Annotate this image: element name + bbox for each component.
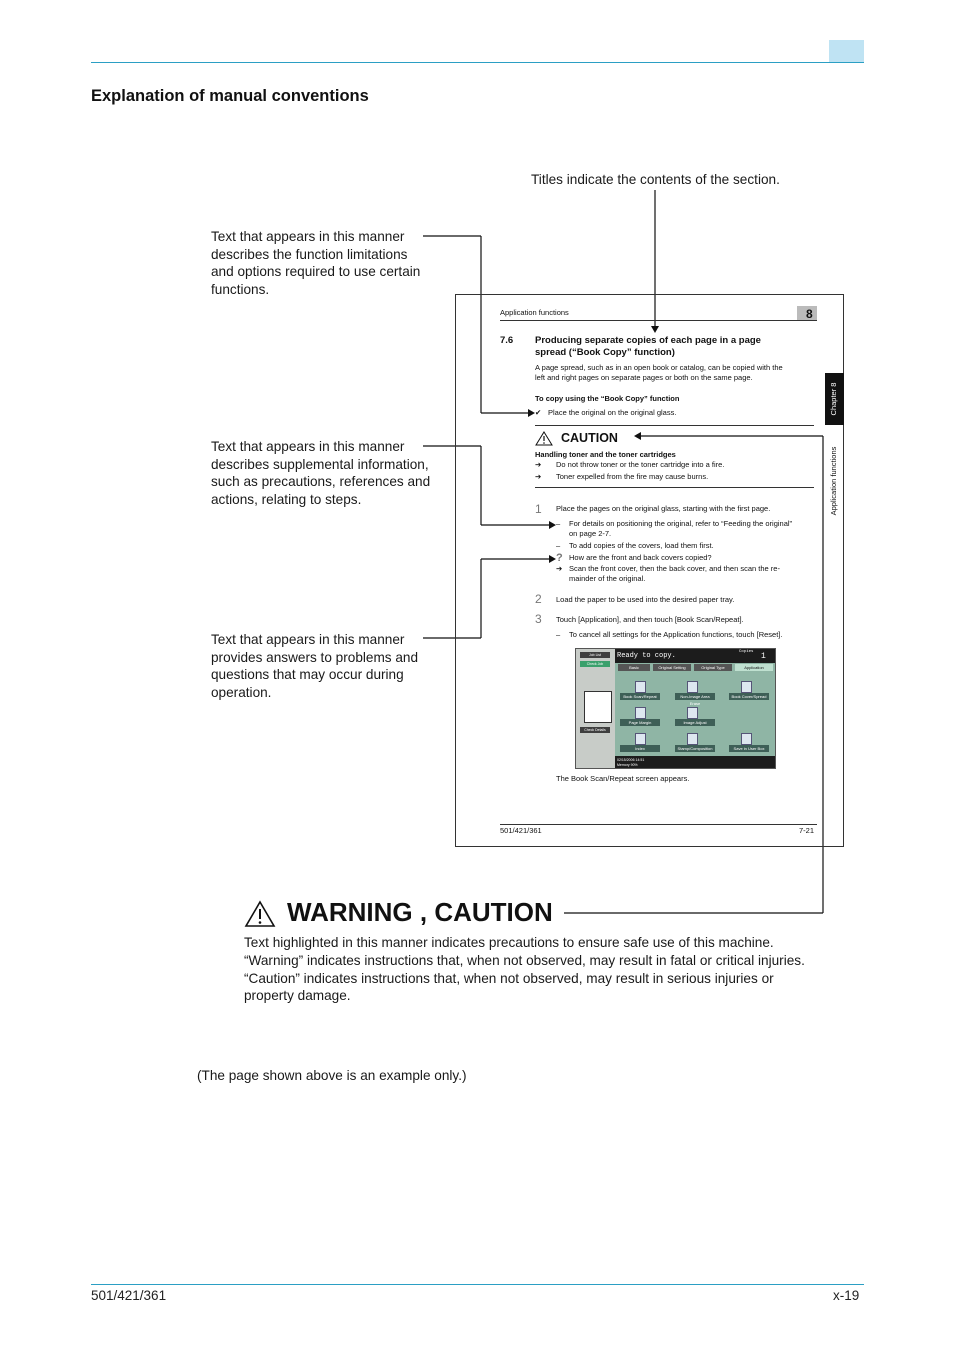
sample-caution-item: Do not throw toner or the toner cartridg…	[556, 460, 724, 470]
sample-procedure-title: To copy using the “Book Copy” function	[535, 394, 679, 404]
sample-step-sub-line: on page 2-7.	[569, 529, 792, 539]
sample-step-sub: To add copies of the covers, load them f…	[569, 541, 714, 551]
dash-icon: –	[556, 519, 560, 529]
sample-footer-rule	[500, 824, 817, 825]
panel-copies-label: Copies	[739, 648, 753, 659]
sample-section-title-line: Producing separate copies of each page i…	[535, 335, 761, 347]
panel-image-adjust-icon	[687, 707, 698, 719]
sample-step-sub: To cancel all settings for the Applicati…	[569, 630, 782, 640]
sample-head-rule	[500, 320, 817, 321]
sample-side-running-label: Application functions	[829, 447, 839, 516]
sample-intro-line: left and right pages on separate pages o…	[535, 373, 783, 383]
footer-rule	[91, 1284, 864, 1285]
warning-triangle-icon	[244, 900, 276, 928]
warning-line: “Warning” indicates instructions that, w…	[244, 952, 805, 970]
footer-model: 501/421/361	[91, 1288, 166, 1303]
sample-step-text: Load the paper to be used into the desir…	[556, 595, 734, 605]
warning-line: “Caution” indicates instructions that, w…	[244, 970, 805, 988]
sample-chapter-side-label: Chapter 8	[829, 383, 839, 416]
panel-book-scan-button: Book Scan/Repeat	[620, 693, 660, 700]
arrow-icon: ➔	[535, 472, 541, 482]
sample-step-number: 1	[535, 502, 542, 516]
check-icon: ✔	[535, 408, 541, 418]
panel-book-copy-icon	[741, 681, 752, 693]
sample-footer-model: 501/421/361	[500, 826, 542, 836]
panel-tab-original-type: Original Type	[694, 664, 732, 671]
panel-book-scan-icon	[635, 681, 646, 693]
panel-erase-button: Non-Image Area Erase	[675, 693, 715, 700]
panel-main-area: Ready to copy. Copies 1 Basic Original S…	[615, 649, 776, 769]
panel-date: 02/15/2006	[617, 758, 635, 762]
panel-index-icon	[635, 733, 646, 745]
sample-footer-page: 7-21	[799, 826, 814, 836]
sample-section-title-line: spread (“Book Copy” function)	[535, 347, 761, 359]
panel-tab-original-setting: Original Setting	[653, 664, 691, 671]
arrow-icon: ➔	[535, 460, 541, 470]
panel-image-adjust-button: Image Adjust	[675, 719, 715, 726]
panel-memory-label: Memory	[617, 763, 630, 767]
panel-stamp-icon	[687, 733, 698, 745]
panel-copies-value: 1	[761, 650, 766, 664]
panel-page-margin-button: Page Margin	[620, 719, 660, 726]
sample-section-title: Producing separate copies of each page i…	[535, 335, 761, 359]
question-mark-icon: ?	[556, 552, 563, 564]
dash-icon: –	[556, 630, 560, 640]
sample-question-text: How are the front and back covers copied…	[569, 553, 712, 563]
panel-time: 14:51	[636, 758, 645, 762]
sample-panel-screenshot: Job List Check Job Check Details Ready t…	[575, 648, 776, 769]
sample-step-sub-line: For details on positioning the original,…	[569, 519, 792, 529]
panel-document-thumbnail	[584, 691, 612, 723]
sample-answer-line: mainder of the original.	[569, 574, 780, 584]
sample-section-number: 7.6	[500, 335, 513, 347]
sample-check-text: Place the original on the original glass…	[548, 408, 676, 418]
warning-description: Text highlighted in this manner indicate…	[244, 934, 805, 1005]
panel-user-box-icon	[741, 733, 752, 745]
panel-user-box-button: Save in User Box	[729, 745, 769, 752]
panel-status-text: Ready to copy.	[617, 652, 676, 660]
sample-step-text: Place the pages on the original glass, s…	[556, 504, 770, 514]
sample-chapter-number: 8	[806, 307, 813, 321]
panel-stamp-button: Stamp/Composition	[675, 745, 715, 752]
sample-running-head: Application functions	[500, 308, 569, 318]
footer-page-number: x-19	[833, 1288, 859, 1303]
sample-caution-heading: Handling toner and the toner cartridges	[535, 450, 676, 460]
panel-check-job-button: Check Job	[580, 661, 610, 667]
warning-triangle-icon	[535, 431, 553, 446]
sample-caution-item: Toner expelled from the fire may cause b…	[556, 472, 708, 482]
panel-status-bar: Ready to copy. Copies 1	[615, 649, 776, 663]
panel-tab-application: Application	[735, 664, 773, 671]
panel-tabs: Basic Original Setting Original Type App…	[615, 664, 776, 672]
panel-tab-basic: Basic	[618, 664, 650, 671]
sample-step-number: 2	[535, 592, 542, 606]
sample-step-number: 3	[535, 612, 542, 626]
warning-caution-heading: WARNING , CAUTION	[287, 897, 553, 928]
example-note: (The page shown above is an example only…	[197, 1067, 467, 1085]
panel-erase-icon	[687, 681, 698, 693]
sample-caution-rule-top	[535, 425, 814, 426]
sample-caution-label: CAUTION	[561, 430, 618, 446]
sample-step-sub: For details on positioning the original,…	[569, 519, 792, 539]
panel-index-button: Index	[620, 745, 660, 752]
sample-intro-line: A page spread, such as in an open book o…	[535, 363, 783, 373]
sample-screen-caption: The Book Scan/Repeat screen appears.	[556, 774, 689, 784]
panel-check-details-button: Check Details	[580, 727, 610, 733]
sample-intro: A page spread, such as in an open book o…	[535, 363, 783, 383]
warning-line: Text highlighted in this manner indicate…	[244, 934, 805, 952]
panel-bottom-bar: 02/15/2006 14:51 Memory 90%	[615, 756, 776, 769]
panel-page-margin-icon	[635, 707, 646, 719]
arrow-icon: ➔	[556, 564, 562, 574]
panel-job-list-button: Job List	[580, 652, 610, 658]
dash-icon: –	[556, 541, 560, 551]
sample-caution-rule-bottom	[535, 487, 814, 488]
sample-step-text: Touch [Application], and then touch [Boo…	[556, 615, 744, 625]
sample-answer-line: Scan the front cover, then the back cove…	[569, 564, 780, 574]
panel-memory-value: 90%	[631, 763, 638, 767]
sample-answer-text: Scan the front cover, then the back cove…	[569, 564, 780, 584]
warning-line: property damage.	[244, 987, 805, 1005]
panel-book-copy-button: Book Cover/Spread	[729, 693, 769, 700]
